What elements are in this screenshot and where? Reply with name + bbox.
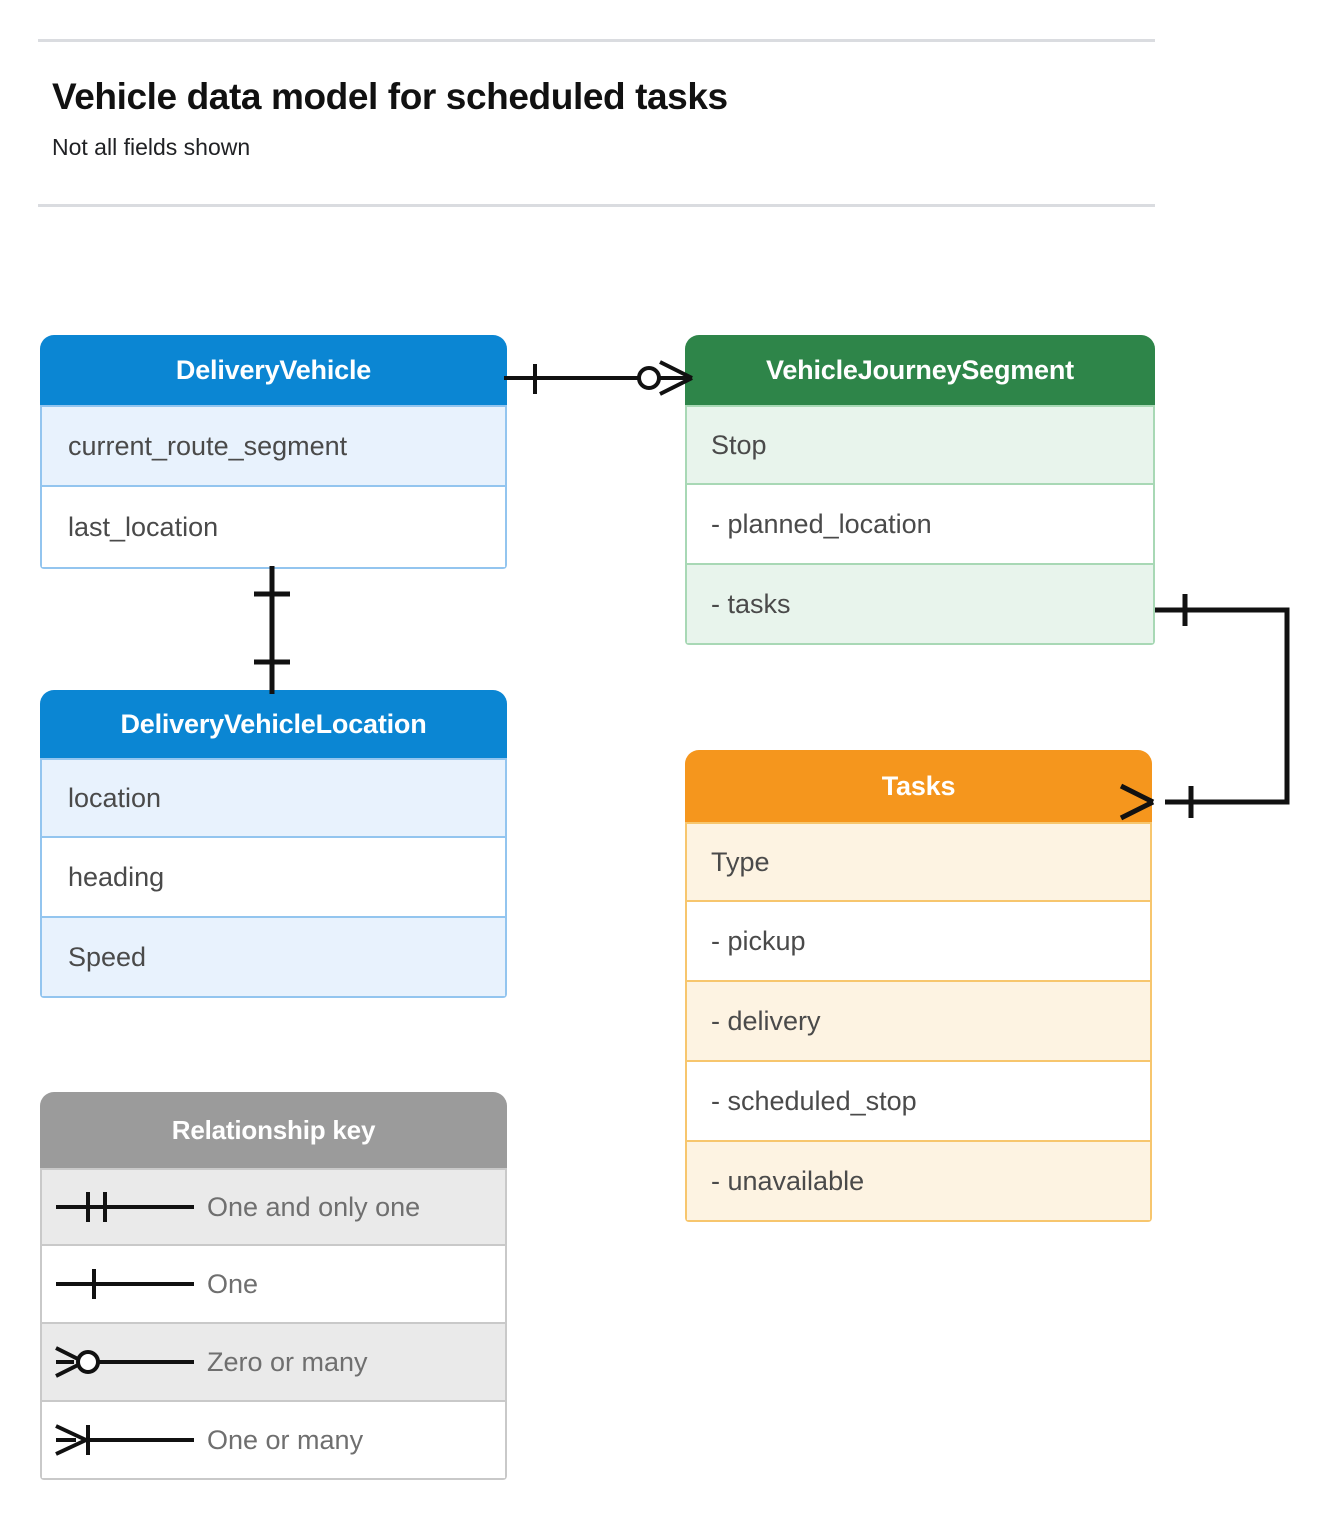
entity-header-tasks: Tasks — [685, 750, 1152, 822]
entity-delivery-vehicle[interactable]: DeliveryVehicle current_route_segment la… — [40, 335, 507, 569]
legend-item: Zero or many — [40, 1324, 507, 1402]
connector-delivery-vehicle-to-location — [254, 566, 290, 694]
connector-delivery-vehicle-to-journey-segment — [504, 360, 693, 396]
field-row: - delivery — [685, 982, 1152, 1062]
legend-item-label: One — [207, 1268, 259, 1299]
legend-item-label: Zero or many — [207, 1346, 368, 1377]
legend-relationship-key[interactable]: Relationship key One and only one One — [40, 1092, 507, 1480]
field-row: current_route_segment — [40, 405, 507, 487]
entity-header-delivery-vehicle-location: DeliveryVehicleLocation — [40, 690, 507, 758]
one-icon — [42, 1264, 207, 1304]
field-row: - tasks — [685, 565, 1155, 645]
field-row: - scheduled_stop — [685, 1062, 1152, 1142]
entity-vehicle-journey-segment[interactable]: VehicleJourneySegment Stop - planned_loc… — [685, 335, 1155, 645]
field-row: Type — [685, 822, 1152, 902]
entity-delivery-vehicle-location[interactable]: DeliveryVehicleLocation location heading… — [40, 690, 507, 998]
legend-item: One — [40, 1246, 507, 1324]
header-divider-top — [38, 39, 1155, 42]
one-and-only-one-icon — [42, 1187, 207, 1227]
field-row: - planned_location — [685, 485, 1155, 565]
field-row: location — [40, 758, 507, 838]
field-row: Speed — [40, 918, 507, 998]
field-row: last_location — [40, 487, 507, 569]
header-divider-bottom — [38, 204, 1155, 207]
page-subtitle: Not all fields shown — [52, 134, 251, 160]
legend-item: One and only one — [40, 1168, 507, 1246]
entity-header-vehicle-journey-segment: VehicleJourneySegment — [685, 335, 1155, 405]
legend-item-label: One or many — [207, 1424, 364, 1455]
legend-title: Relationship key — [40, 1092, 507, 1168]
field-row: heading — [40, 838, 507, 918]
field-row: Stop — [685, 405, 1155, 485]
zero-or-many-icon — [42, 1342, 207, 1382]
legend-item: One or many — [40, 1402, 507, 1480]
field-row: - unavailable — [685, 1142, 1152, 1222]
connector-journey-segment-to-tasks — [1119, 594, 1290, 821]
page-title: Vehicle data model for scheduled tasks — [52, 76, 728, 117]
one-or-many-icon — [42, 1420, 207, 1460]
legend-item-label: One and only one — [207, 1191, 421, 1222]
field-row: - pickup — [685, 902, 1152, 982]
entity-tasks[interactable]: Tasks Type - pickup - delivery - schedul… — [685, 750, 1152, 1222]
entity-header-delivery-vehicle: DeliveryVehicle — [40, 335, 507, 405]
